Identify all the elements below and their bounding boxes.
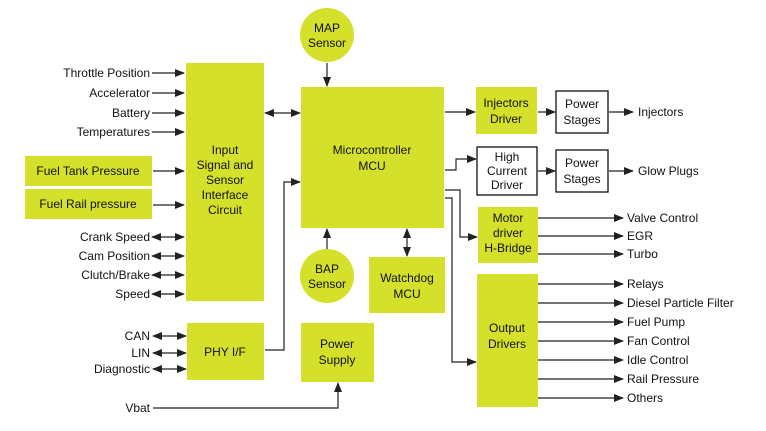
phy-if-block: PHY I/F [187, 323, 264, 380]
output-label: Fan Control [627, 334, 690, 348]
input-circuit-line-4: Interface [202, 188, 249, 202]
power-supply-line-1: Power [320, 337, 354, 351]
fuel-tank-pressure-block: Fuel Tank Pressure [25, 156, 152, 186]
high-current-line-3: Driver [491, 178, 523, 192]
vbat-label: Vbat [125, 401, 150, 415]
blocks: MAP Sensor Input Signal and Sensor Inter… [25, 8, 609, 407]
injectors-driver-line-2: Driver [490, 112, 522, 126]
power-stages-2-line-2: Stages [563, 172, 600, 186]
output-label: Diesel Particle Filter [627, 296, 734, 310]
output-label: Idle Control [627, 353, 688, 367]
motor-driver-line-2: driver [493, 226, 523, 240]
output-drivers-block: Output Drivers [477, 274, 538, 407]
microcontroller-line-2: MCU [358, 159, 385, 173]
bus-label: LIN [131, 346, 150, 360]
motor-driver-line-3: H-Bridge [484, 241, 532, 255]
output-label: Rail Pressure [627, 372, 699, 386]
input-label: Throttle Position [63, 66, 150, 80]
input-label: Speed [115, 287, 150, 301]
output-label: Others [627, 391, 663, 405]
output-label: Turbo [627, 247, 658, 261]
map-sensor-line-1: MAP [314, 21, 340, 35]
bus-label: CAN [125, 329, 150, 343]
bap-sensor-line-2: Sensor [308, 277, 346, 291]
map-sensor-block: MAP Sensor [300, 8, 354, 62]
output-label: Fuel Pump [627, 315, 685, 329]
input-labels: Throttle Position Accelerator Battery Te… [63, 66, 150, 415]
injectors-driver-block: Injectors Driver [476, 87, 537, 134]
map-sensor-line-2: Sensor [308, 36, 346, 50]
microcontroller-line-1: Microcontroller [333, 143, 412, 157]
output-label-glow-plugs: Glow Plugs [638, 164, 699, 178]
power-stages-2-line-1: Power [565, 156, 599, 170]
bap-sensor-line-1: BAP [315, 262, 339, 276]
input-circuit-line-1: Input [212, 143, 239, 157]
vbat-arrow [153, 382, 342, 409]
output-label: EGR [627, 229, 653, 243]
input-label: Crank Speed [80, 230, 150, 244]
output-drivers-line-1: Output [489, 321, 526, 335]
fuel-tank-pressure-label: Fuel Tank Pressure [36, 164, 139, 178]
power-supply-block: Power Supply [301, 323, 374, 382]
output-label: Relays [627, 277, 664, 291]
output-drivers-line-2: Drivers [488, 337, 526, 351]
mcu-highcurrent-arrow [445, 155, 477, 171]
input-label: Battery [112, 106, 150, 120]
power-stages-2-block: Power Stages [555, 149, 609, 193]
bap-sensor-block: BAP Sensor [300, 249, 354, 303]
mcu-output-arrow [445, 197, 477, 366]
output-label: Valve Control [627, 211, 698, 225]
power-supply-line-2: Supply [319, 353, 356, 367]
injectors-driver-line-1: Injectors [483, 96, 528, 110]
motor-driver-block: Motor driver H-Bridge [478, 207, 538, 263]
input-label: Clutch/Brake [81, 268, 150, 282]
input-label: Accelerator [89, 86, 150, 100]
output-labels: Injectors Glow Plugs Valve Control EGR T… [627, 105, 734, 405]
input-label: Cam Position [79, 249, 150, 263]
power-stages-1-block: Power Stages [555, 90, 609, 134]
microcontroller-block: Microcontroller MCU [301, 87, 444, 228]
watchdog-line-1: Watchdog [380, 271, 434, 285]
output-label-injectors: Injectors [638, 105, 683, 119]
watchdog-line-2: MCU [393, 287, 420, 301]
phy-mcu-arrow [265, 178, 301, 351]
motor-driver-line-1: Motor [493, 211, 524, 225]
power-stages-1-line-2: Stages [563, 113, 600, 127]
input-circuit-block: Input Signal and Sensor Interface Circui… [186, 63, 264, 301]
input-label: Temperatures [77, 125, 150, 139]
power-stages-1-line-1: Power [565, 97, 599, 111]
watchdog-block: Watchdog MCU [369, 257, 445, 313]
mcu-motor-arrow [445, 189, 478, 241]
input-circuit-line-2: Signal and [197, 158, 254, 172]
fuel-rail-pressure-block: Fuel Rail pressure [25, 189, 152, 219]
input-circuit-line-3: Sensor [206, 173, 244, 187]
fuel-rail-pressure-label: Fuel Rail pressure [39, 197, 137, 211]
high-current-driver-block: High Current Driver [476, 146, 538, 196]
bus-label: Diagnostic [94, 362, 150, 376]
high-current-line-1: High [495, 150, 520, 164]
high-current-line-2: Current [487, 164, 528, 178]
input-circuit-line-5: Circuit [208, 203, 243, 217]
phy-if-line-1: PHY I/F [204, 345, 246, 359]
connections [151, 63, 634, 409]
